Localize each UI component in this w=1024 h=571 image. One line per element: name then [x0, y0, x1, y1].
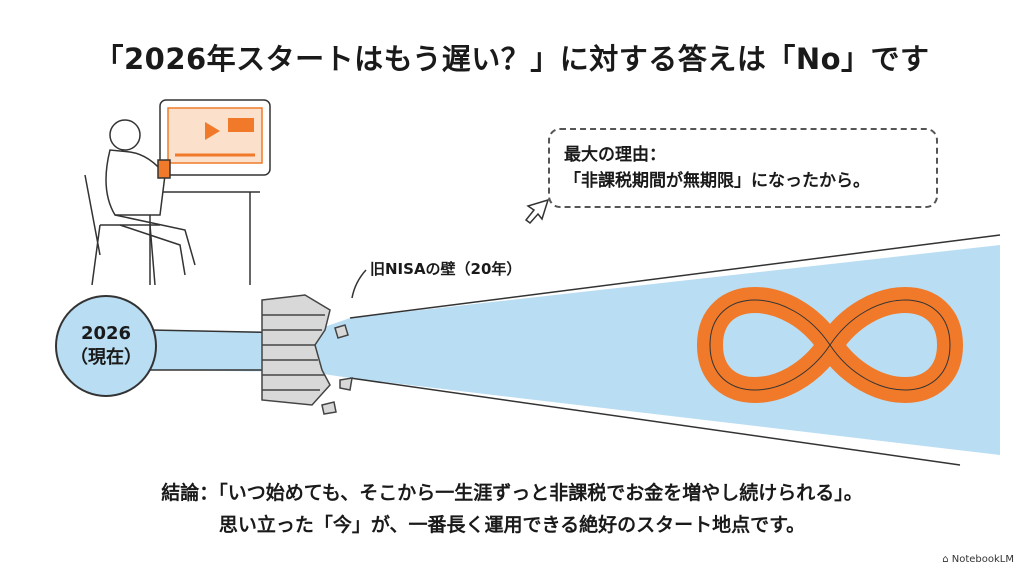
reason-text: 「非課税期間が無期限」になったから。 — [564, 171, 870, 191]
conclusion-line-1: 結論：「いつ始めても、そこから一生涯ずっと非課税でお金を増やし続けられる」。 — [161, 482, 863, 504]
page-title: 「2026年スタートはもう遅い？」に対する答えは「No」です — [94, 42, 930, 76]
cursor-arrow-icon — [524, 198, 550, 225]
conclusion-line-2: 思い立った「今」が、一番長く運用できる絶好のスタート地点です。 — [218, 514, 806, 536]
now-circle — [55, 295, 157, 397]
now-year: 2026 — [80, 323, 132, 344]
brand-watermark: ⌂ NotebookLM — [942, 554, 1014, 565]
wall-label: 旧NISAの壁（20年） — [370, 260, 522, 278]
reason-callout: 最大の理由： 「非課税期間が無期限」になったから。 — [548, 128, 938, 208]
reason-heading: 最大の理由： — [564, 145, 666, 165]
now-marker: 2026 （現在） — [56, 296, 156, 396]
now-label: （現在） — [70, 347, 142, 368]
notebook-icon: ⌂ — [942, 554, 952, 565]
person-at-desk-illustration — [84, 99, 271, 286]
brick-wall-icon — [261, 294, 353, 415]
